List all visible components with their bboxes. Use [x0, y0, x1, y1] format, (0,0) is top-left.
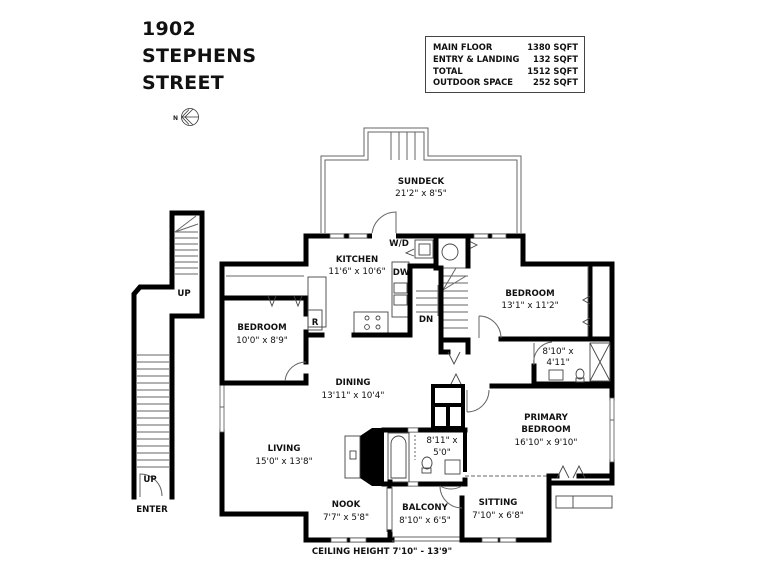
- room-label-nook: NOOK: [332, 500, 361, 510]
- area-label: MAIN FLOOR: [433, 42, 493, 52]
- property-address: 1902 STEPHENS STREET: [142, 16, 256, 97]
- left-bedroom-walls: [219, 275, 309, 386]
- area-value: 132 SQFT: [533, 53, 578, 64]
- room-label-bedroom-left: BEDROOM: [237, 323, 286, 333]
- room-label-sitting: SITTING: [479, 498, 518, 508]
- balcony-outline: [386, 475, 549, 543]
- area-row-total: TOTAL 1512 SQFT: [433, 66, 578, 78]
- room-dims-bedroom-right: 13'1" x 11'2": [501, 301, 558, 311]
- address-line-3: STREET: [142, 72, 224, 94]
- area-row-main-floor: MAIN FLOOR 1380 SQFT: [433, 42, 578, 54]
- compass-north-label: N: [173, 115, 178, 122]
- stairs-up-label-landing: UP: [177, 289, 190, 299]
- room-dims-bedroom-left: 10'0" x 8'9": [236, 336, 288, 346]
- room-dims-balcony: 8'10" x 6'5": [399, 516, 451, 526]
- sundeck-outline: [320, 127, 522, 233]
- room-label-balcony: BALCONY: [402, 503, 448, 513]
- window-primary-right: [609, 397, 615, 463]
- stairs-down: [416, 237, 479, 366]
- area-value: 1380 SQFT: [527, 42, 578, 52]
- area-label: OUTDOOR SPACE: [433, 77, 513, 88]
- room-label-primary-2: BEDROOM: [521, 425, 570, 435]
- north-compass-icon: N: [173, 108, 199, 126]
- area-label: TOTAL: [433, 65, 463, 76]
- area-value: 252 SQFT: [533, 77, 578, 88]
- room-label-bedroom-right: BEDROOM: [505, 289, 554, 299]
- room-dims-bathroom-1: 8'11" x: [426, 436, 457, 446]
- area-row-outdoor: OUTDOOR SPACE 252 SQFT: [433, 77, 578, 89]
- area-row-entry-landing: ENTRY & LANDING 132 SQFT: [433, 54, 578, 66]
- linen-closets: [431, 384, 490, 430]
- door-swing-sundeck: [371, 211, 397, 237]
- address-line-2: STEPHENS: [142, 45, 257, 67]
- room-label-sundeck: SUNDECK: [398, 177, 445, 187]
- room-dims-bathroom-2: 5'0": [433, 448, 451, 458]
- area-summary-table: MAIN FLOOR 1380 SQFT ENTRY & LANDING 132…: [425, 36, 585, 93]
- right-bedroom-walls: [465, 237, 615, 342]
- stairs-down-label: DN: [419, 315, 433, 325]
- area-value: 1512 SQFT: [527, 65, 578, 76]
- fridge-label: R: [312, 318, 319, 328]
- room-label-kitchen: KITCHEN: [336, 255, 378, 265]
- primary-bedroom-closet: [546, 464, 615, 509]
- room-dims-sundeck: 21'2" x 8'5": [395, 189, 447, 199]
- dishwasher-label: DW: [393, 268, 410, 278]
- room-dims-sitting: 7'10" x 6'8": [472, 511, 524, 521]
- room-dims-ensuite-1: 8'10" x: [542, 347, 573, 357]
- area-label: ENTRY & LANDING: [433, 53, 520, 64]
- room-label-dining: DINING: [336, 378, 371, 388]
- stairs-up-label-entry: UP: [143, 475, 156, 485]
- ceiling-height-note: CEILING HEIGHT 7'10" - 13'9": [312, 547, 452, 557]
- room-dims-primary: 16'10" x 9'10": [515, 438, 578, 448]
- kitchen-fixtures: [307, 239, 434, 334]
- room-dims-nook: 7'7" x 5'8": [323, 513, 369, 523]
- room-dims-living: 15'0" x 13'8": [255, 457, 312, 467]
- entry-label: ENTER: [136, 505, 168, 515]
- bathroom-fireplace: [344, 427, 468, 487]
- room-label-primary-1: PRIMARY: [524, 413, 568, 423]
- washer-dryer-label: W/D: [389, 239, 409, 249]
- room-dims-dining: 13'11" x 10'4": [322, 391, 385, 401]
- entry-stairwell: [131, 210, 205, 500]
- room-dims-kitchen: 11'6" x 10'6": [328, 267, 385, 277]
- room-label-living: LIVING: [268, 444, 301, 454]
- room-dims-ensuite-2: 4'11": [546, 358, 569, 368]
- address-line-1: 1902: [142, 18, 197, 40]
